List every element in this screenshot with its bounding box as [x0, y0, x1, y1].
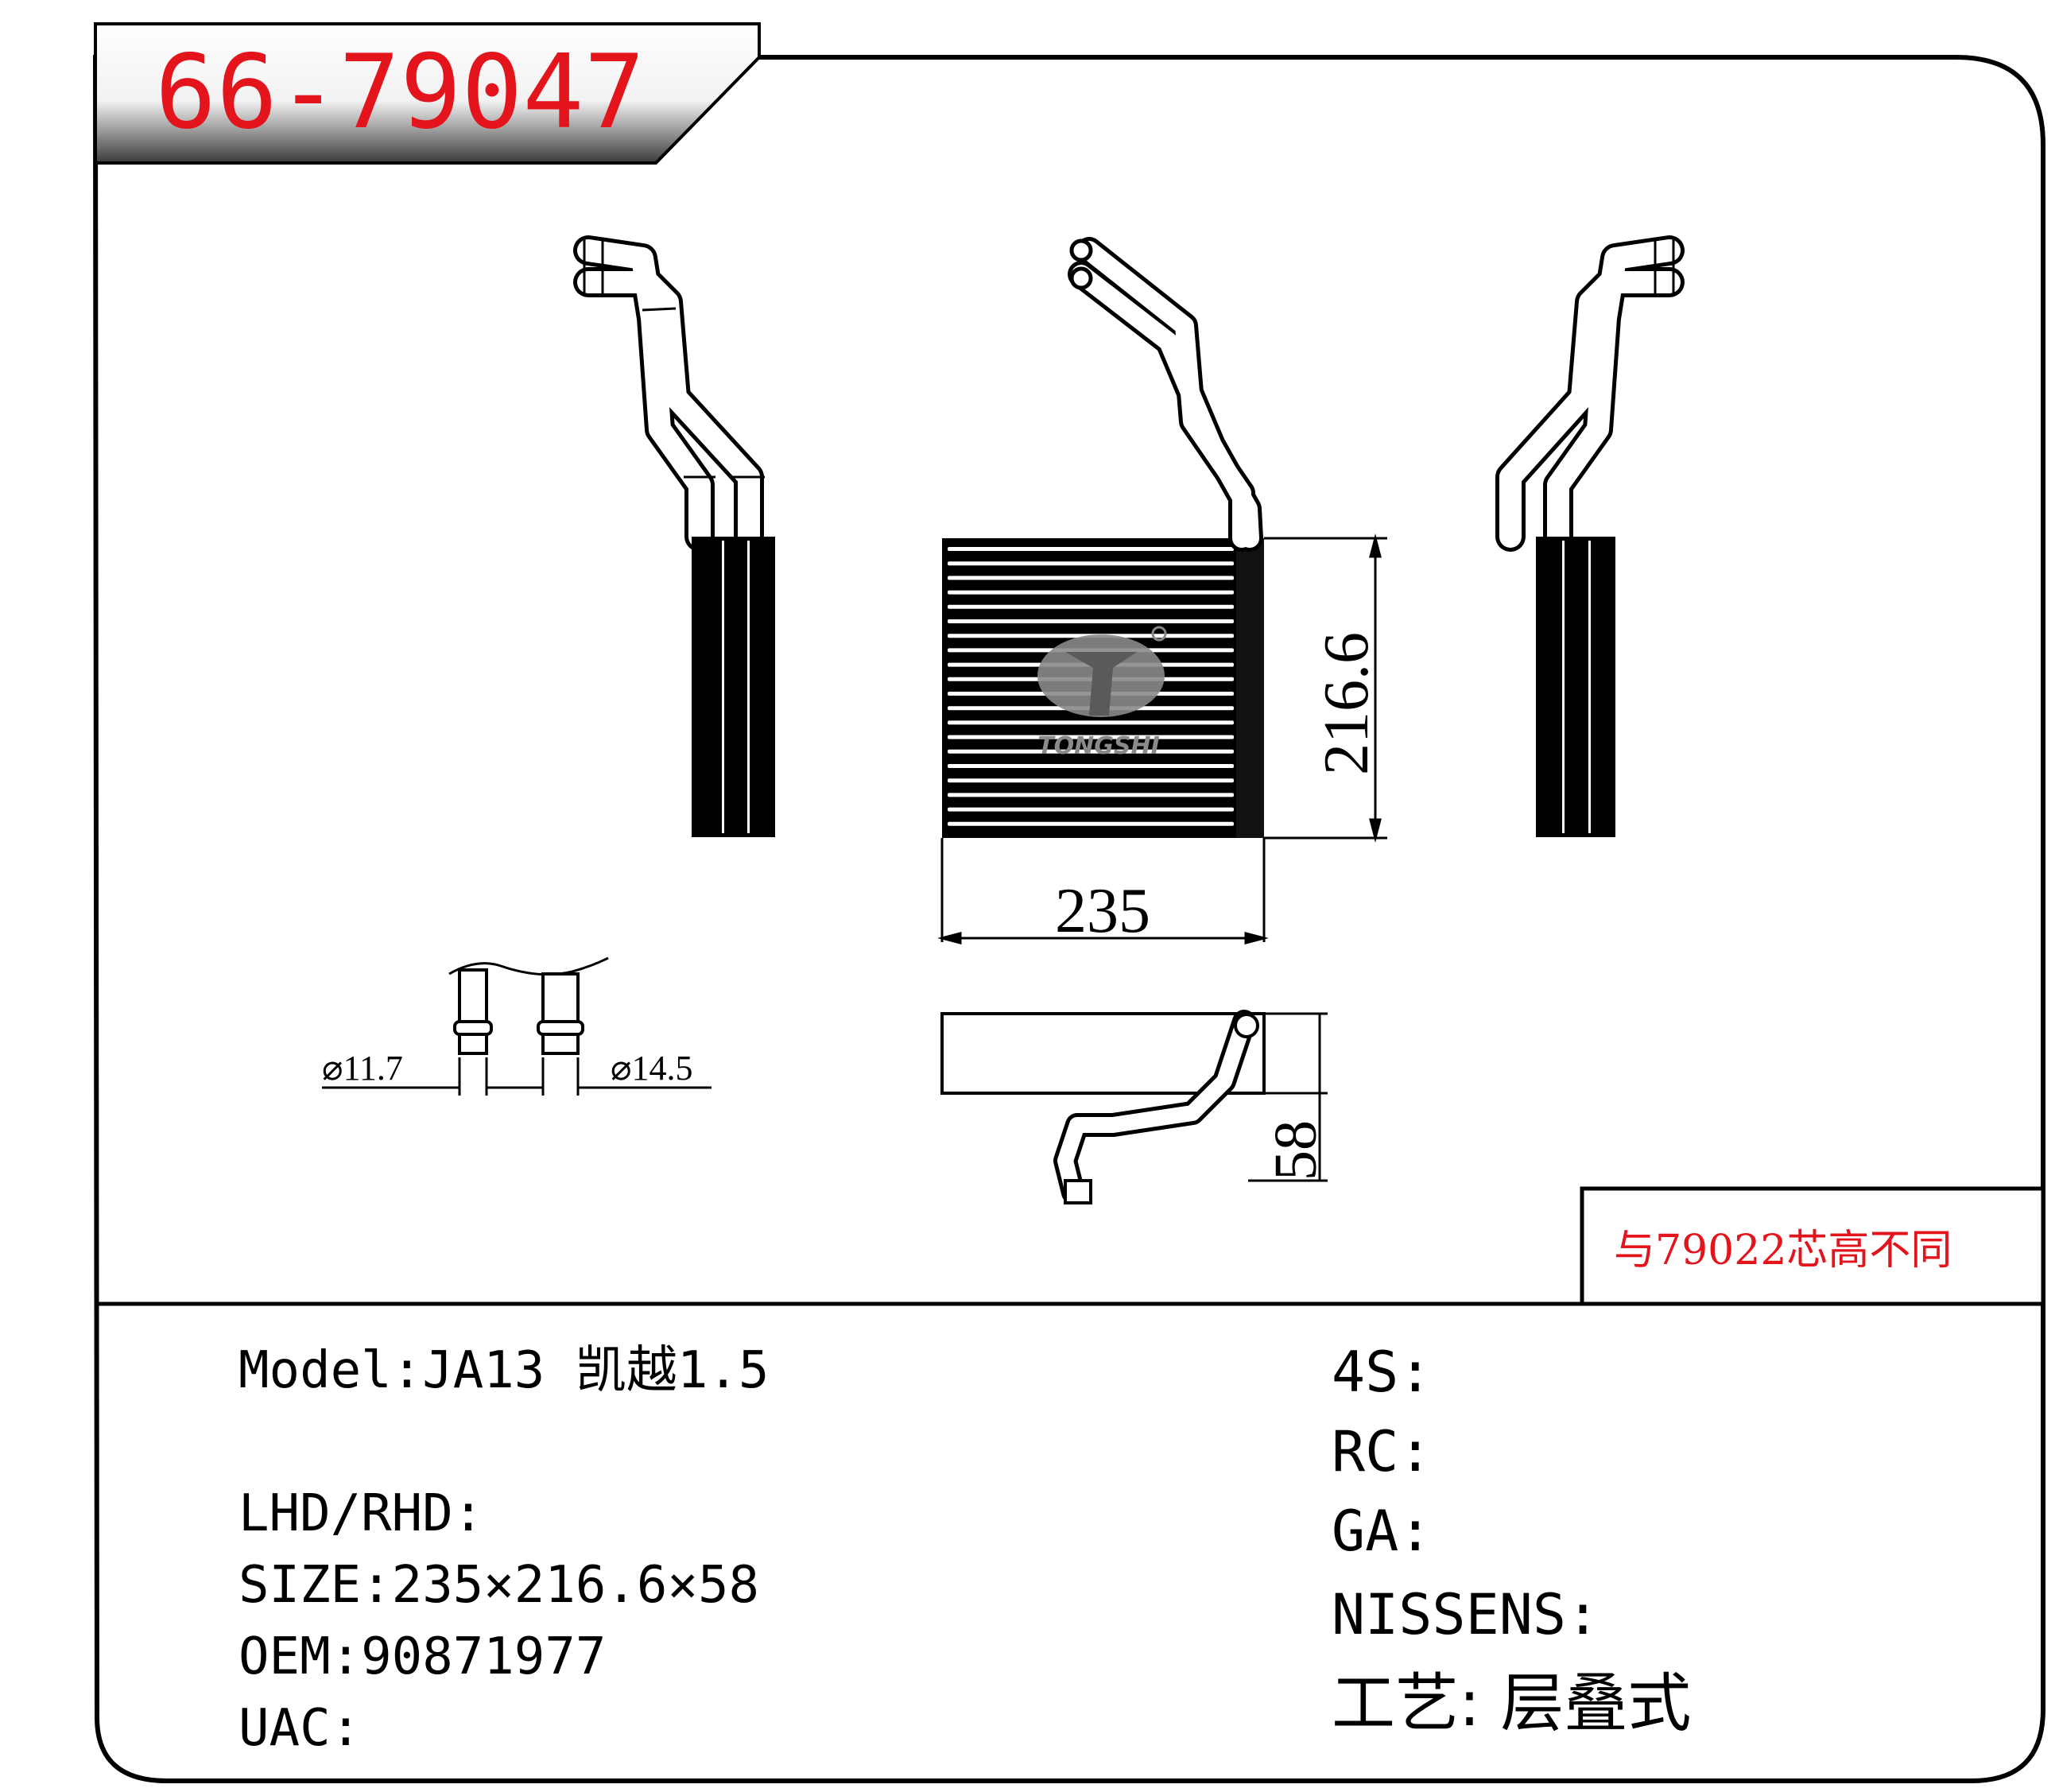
height-dimension-label: 216.6	[1312, 632, 1382, 775]
right-side-view	[1495, 235, 1685, 837]
brand-logo-text: TONGSHI	[1037, 732, 1160, 760]
pipe-diameter-small-label: ⌀11.7	[322, 1049, 403, 1088]
core-fin-stripe	[948, 735, 1234, 739]
core-fin-stripe	[948, 590, 1234, 595]
core-fin-stripe	[948, 576, 1234, 580]
note-text: 与79022芯高不同	[1614, 1227, 1952, 1274]
spec-uac: UAC:	[238, 1699, 361, 1758]
front-view-core: TONGSHI	[942, 237, 1264, 838]
spec-ga: GA:	[1332, 1499, 1432, 1564]
specs-left: Model:JA13 凯越1.5 LHD/RHD: SIZE:235×216.6…	[238, 1341, 769, 1758]
spec-model: Model:JA13 凯越1.5	[238, 1341, 769, 1400]
spec-oem: OEM:90871977	[238, 1627, 606, 1686]
spec-size: SIZE:235×216.6×58	[238, 1556, 759, 1615]
spec-nissens: NISSENS:	[1332, 1582, 1600, 1647]
pipe-diameter-detail	[322, 956, 712, 1096]
note-box: 与79022芯高不同	[1580, 1186, 2045, 1306]
brand-logo: TONGSHI	[1037, 626, 1167, 760]
core-fin-stripe	[948, 764, 1234, 768]
core-fin-stripe	[948, 793, 1234, 797]
spec-4s: 4S:	[1332, 1340, 1432, 1405]
header-tab: 66-79047	[94, 22, 761, 165]
core-fin-stripe	[948, 821, 1234, 826]
spec-drive: LHD/RHD:	[238, 1484, 483, 1543]
top-view	[940, 1010, 1328, 1204]
spec-process: 工艺: 层叠式	[1332, 1666, 1691, 1740]
part-number: 66-79047	[155, 33, 646, 152]
core-fin-stripe	[948, 561, 1234, 566]
core-fin-stripe	[948, 778, 1234, 783]
left-side-view	[573, 235, 775, 837]
core-fin-stripe	[948, 604, 1234, 609]
specs-right: 4S: RC: GA: NISSENS: 工艺: 层叠式	[1332, 1340, 1691, 1740]
core-fin-stripe	[948, 547, 1234, 551]
spec-rc: RC:	[1332, 1419, 1432, 1484]
depth-dimension-label: 58	[1262, 1120, 1329, 1181]
core-fin-stripe	[948, 619, 1234, 623]
width-dimension-label: 235	[1055, 876, 1150, 946]
core-fin-stripe	[948, 720, 1234, 725]
core-fin-stripe	[948, 807, 1234, 812]
core-fin-stripe	[948, 749, 1234, 754]
pipe-diameter-large-label: ⌀14.5	[611, 1049, 693, 1088]
dimension-lines	[937, 533, 1387, 944]
